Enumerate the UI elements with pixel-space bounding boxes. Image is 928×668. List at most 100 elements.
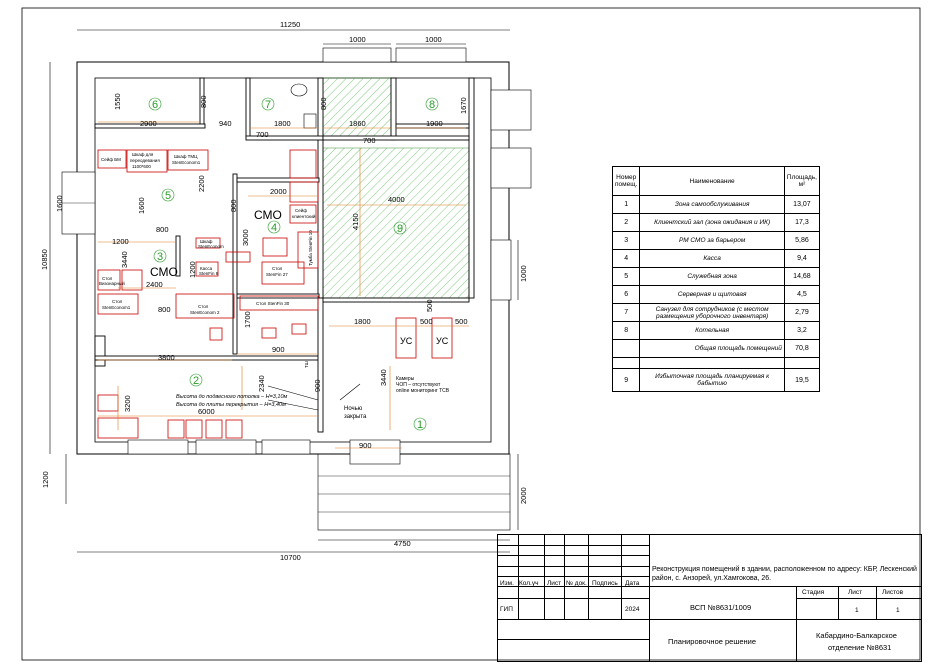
legend-cell-area: 2,79 bbox=[783, 303, 821, 322]
dim-top-1000a: 1000 bbox=[349, 35, 366, 44]
label-camera-2: ЧОП – отсутствуют bbox=[396, 382, 441, 388]
hatched-zone-top bbox=[322, 77, 392, 139]
label-stol-sf27: Стол bbox=[272, 266, 283, 271]
label-tsh: ТШ bbox=[304, 361, 309, 368]
legend-h-num: Номер помещ. bbox=[611, 166, 641, 196]
label-camera-1: Камеры bbox=[396, 376, 415, 382]
window-bottom-1 bbox=[127, 439, 189, 455]
dim-3440a: 3440 bbox=[120, 251, 129, 268]
legend-extra-num: 9 bbox=[611, 368, 641, 392]
label-seif-bm: Сейф БМ bbox=[101, 156, 121, 162]
dim-3440b: 3440 bbox=[379, 369, 388, 386]
label-stol-se2b: StenEconom 2 bbox=[190, 310, 220, 315]
legend-cell-area: 14,68 bbox=[783, 267, 821, 286]
tb-stadia: Стадия bbox=[802, 589, 825, 596]
dim-1860: 1860 bbox=[349, 119, 366, 128]
window-top-1 bbox=[322, 47, 392, 63]
room-3: 3 bbox=[157, 251, 163, 263]
tb-col-doc: № док. bbox=[566, 580, 587, 587]
dim-left-1600: 1600 bbox=[55, 195, 64, 212]
hatched-zone-9 bbox=[322, 147, 470, 299]
dim-4150: 4150 bbox=[351, 213, 360, 230]
sink-icon bbox=[303, 113, 317, 129]
label-stol-se2a: Стол bbox=[198, 304, 209, 309]
tb-col-list: Лист bbox=[547, 580, 562, 587]
legend-cell-name: Касса bbox=[639, 249, 785, 268]
label-night-1: Ночью bbox=[344, 406, 363, 412]
label-kassa: Касса bbox=[200, 266, 213, 271]
label-seif-slz2: клиентский bbox=[292, 213, 316, 219]
dim-1200a: 1200 bbox=[112, 237, 129, 246]
tb-year: 2024 bbox=[625, 606, 640, 613]
tb-col-date: Дата bbox=[625, 580, 640, 587]
dim-800a: 800 bbox=[199, 95, 208, 108]
dim-right-1000: 1000 bbox=[519, 265, 528, 282]
dim-2340: 2340 bbox=[257, 375, 266, 392]
legend-cell-area: 5,86 bbox=[783, 231, 821, 250]
dim-1600b: 1600 bbox=[137, 197, 146, 214]
label-stol-v2: Визонарный bbox=[99, 280, 125, 286]
label-shkaf-c2: StenEconom bbox=[198, 244, 224, 249]
room-9: 9 bbox=[397, 223, 403, 235]
legend-cell-name: Санузел для сотрудников (с местом размещ… bbox=[639, 303, 785, 322]
label-stol-sf30: Стол StenFin 30 bbox=[256, 301, 290, 306]
label-shkaf-tmc-2: StenEconom1 bbox=[172, 160, 201, 165]
label-cmo-left: СМО bbox=[150, 265, 178, 279]
tb-col-kol: Кол.уч bbox=[519, 580, 539, 587]
legend-total-area: 70,8 bbox=[783, 339, 821, 358]
legend-cell-name: Котельная bbox=[639, 321, 785, 340]
legend-cell-n: 8 bbox=[611, 321, 641, 340]
window-bottom-2 bbox=[195, 439, 257, 455]
dim-bottom-4750: 4750 bbox=[394, 539, 411, 548]
dim-2200: 2200 bbox=[197, 175, 206, 192]
dim-700a: 700 bbox=[256, 130, 269, 139]
legend-cell-name: РМ СМО за барьером bbox=[639, 231, 785, 250]
dim-top-1000b: 1000 bbox=[425, 35, 442, 44]
internal-walls bbox=[94, 77, 475, 433]
dim-900a: 900 bbox=[272, 345, 285, 354]
legend-cell-n: 6 bbox=[611, 285, 641, 304]
label-ceiling-2: Высота до плиты перекрытия – Н=3,40м bbox=[176, 402, 286, 408]
legend-cell-n: 3 bbox=[611, 231, 641, 250]
room-2: 2 bbox=[193, 375, 199, 387]
window-bottom-3 bbox=[261, 439, 311, 455]
dim-6000: 6000 bbox=[198, 407, 215, 416]
dim-left-1200: 1200 bbox=[41, 471, 50, 488]
tb-sheet-name: Планировочное решение bbox=[668, 637, 757, 646]
label-kassa2: StenFin 8 bbox=[199, 271, 219, 276]
label-stol-sf27b: StenFin 27 bbox=[266, 272, 288, 277]
window-right-top bbox=[490, 89, 532, 131]
label-shkaf-per-2: переодевания bbox=[130, 158, 160, 163]
legend-extra-area: 19,5 bbox=[783, 368, 821, 392]
tb-org-1: Кабардино-Балкарское bbox=[816, 631, 897, 640]
label-ceiling-1: Высота до подвесного потолка – Н=3,10м bbox=[176, 394, 288, 400]
room-6: 6 bbox=[152, 99, 158, 111]
room-4: 4 bbox=[271, 222, 277, 234]
dim-1900: 1900 bbox=[426, 119, 443, 128]
dim-right-2000: 2000 bbox=[519, 487, 528, 504]
room-8: 8 bbox=[429, 99, 435, 111]
dim-940: 940 bbox=[219, 119, 232, 128]
tb-list: Лист bbox=[848, 589, 863, 596]
legend-cell-area: 4,5 bbox=[783, 285, 821, 304]
dim-500c: 500 bbox=[455, 317, 468, 326]
tb-project: Реконструкция помещений в здании, распол… bbox=[652, 566, 917, 582]
legend-cell-area: 17,3 bbox=[783, 213, 821, 232]
room-markers bbox=[148, 97, 439, 431]
label-us-b: УС bbox=[436, 336, 449, 346]
tb-col-izm: Изм. bbox=[500, 580, 514, 587]
label-shkaf-tmc-1: Шкаф ТМЦ bbox=[174, 154, 198, 159]
dim-500b: 500 bbox=[420, 317, 433, 326]
legend-h-area: Площадь, м² bbox=[783, 166, 821, 196]
dim-1800a: 1800 bbox=[274, 119, 291, 128]
tb-listov: Листов bbox=[882, 589, 904, 596]
dim-2900: 2900 bbox=[140, 119, 157, 128]
label-cmo-center: СМО bbox=[254, 208, 282, 222]
